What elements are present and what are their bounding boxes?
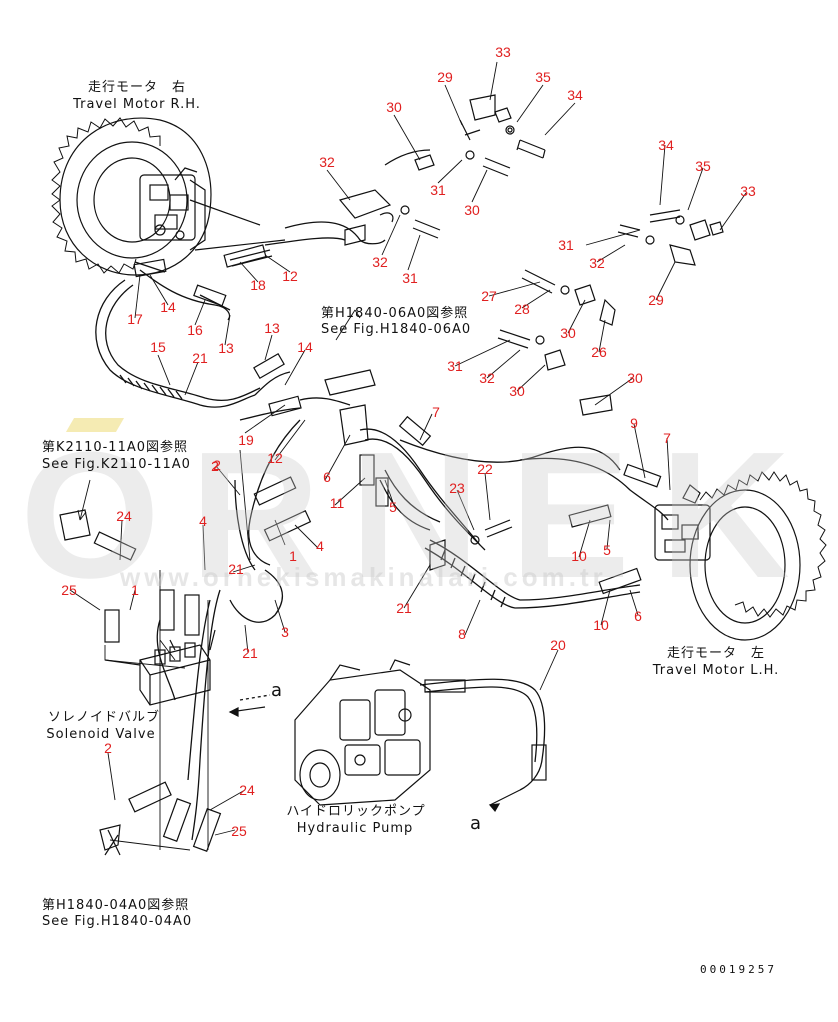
part-callout-35: 35 xyxy=(695,158,711,174)
part-callout-27: 27 xyxy=(481,288,497,304)
part-callout-8: 8 xyxy=(458,626,466,642)
part-callout-16: 16 xyxy=(187,322,203,338)
part-callout-17: 17 xyxy=(127,311,143,327)
part-callout-13: 13 xyxy=(218,340,234,356)
part-callout-4: 4 xyxy=(199,513,207,529)
part-callout-1: 1 xyxy=(131,582,139,598)
fittings xyxy=(93,244,662,852)
part-callout-12: 12 xyxy=(282,268,298,284)
part-callout-30: 30 xyxy=(464,202,480,218)
watermark-accent xyxy=(65,418,125,432)
watermark-brand: ORNEK xyxy=(20,415,821,616)
part-callout-10: 10 xyxy=(593,617,609,633)
view-arrow-a-lower: a xyxy=(470,813,483,834)
watermark-site: www.ornekismakinalari.com.tr xyxy=(120,562,607,592)
part-callout-21: 21 xyxy=(228,561,244,577)
part-callout-23: 23 xyxy=(449,480,465,496)
part-callout-33: 33 xyxy=(740,183,756,199)
ref-11a0-jp: 第K2110-11A0図参照 xyxy=(42,440,189,455)
part-callout-3: 3 xyxy=(281,624,289,640)
travel-motor-lh-en: Travel Motor L.H. xyxy=(652,663,780,678)
part-callout-29: 29 xyxy=(437,69,453,85)
part-callout-24: 24 xyxy=(239,782,255,798)
part-callout-21: 21 xyxy=(242,645,258,661)
part-callout-33: 33 xyxy=(495,44,511,60)
travel-motor-rh-jp: 走行モータ 右 xyxy=(87,80,187,95)
part-callout-21: 21 xyxy=(396,600,412,616)
part-callout-1: 1 xyxy=(289,548,297,564)
part-callout-30: 30 xyxy=(509,383,525,399)
part-callout-15: 15 xyxy=(150,339,166,355)
ref-06a0-en: See Fig.H1840-06A0 xyxy=(321,322,472,337)
part-callout-34: 34 xyxy=(567,87,583,103)
ref-04a0-en: See Fig.H1840-04A0 xyxy=(42,914,193,929)
hydraulic-pump-jp: ハイドロリックポンプ xyxy=(286,804,426,819)
part-callout-21: 21 xyxy=(192,350,208,366)
travel-motor-lh-drawing xyxy=(654,471,827,641)
part-callout-7: 7 xyxy=(663,430,671,446)
part-callout-5: 5 xyxy=(603,542,611,558)
part-callout-32: 32 xyxy=(319,154,335,170)
view-arrows xyxy=(104,706,521,856)
part-callout-25: 25 xyxy=(61,582,77,598)
part-callout-24: 24 xyxy=(116,508,132,524)
part-callout-32: 32 xyxy=(589,255,605,271)
travel-motor-rh-en: Travel Motor R.H. xyxy=(73,97,201,112)
part-callout-31: 31 xyxy=(558,237,574,253)
part-callout-12: 12 xyxy=(267,450,283,466)
part-callout-18: 18 xyxy=(250,277,266,293)
part-callout-25: 25 xyxy=(231,823,247,839)
part-callout-10: 10 xyxy=(571,548,587,564)
part-callout-22: 22 xyxy=(477,461,493,477)
ref-04a0-jp: 第H1840-04A0図参照 xyxy=(42,898,190,913)
view-arrow-a-upper: a xyxy=(271,680,284,701)
part-callout-2: 2 xyxy=(213,457,221,473)
document-number: 00019257 xyxy=(700,963,777,976)
part-callout-11: 11 xyxy=(329,495,345,511)
part-callout-31: 31 xyxy=(430,182,446,198)
part-callout-6: 6 xyxy=(323,469,331,485)
solenoid-valve-jp: ソレノイドバルブ xyxy=(47,710,161,725)
part-callout-13: 13 xyxy=(264,320,280,336)
group-brackets xyxy=(104,449,251,851)
part-callout-32: 32 xyxy=(372,254,388,270)
hydraulic-pump-en: Hydraulic Pump xyxy=(296,821,414,836)
part-callout-5: 5 xyxy=(389,499,397,515)
part-callout-35: 35 xyxy=(535,69,551,85)
part-callout-30: 30 xyxy=(386,99,402,115)
part-callout-26: 26 xyxy=(591,344,607,360)
part-callout-20: 20 xyxy=(550,637,566,653)
part-callout-31: 31 xyxy=(402,270,418,286)
part-callout-4: 4 xyxy=(316,538,324,554)
part-callout-28: 28 xyxy=(514,301,530,317)
travel-motor-rh-drawing xyxy=(51,117,286,276)
part-callout-30: 30 xyxy=(627,370,643,386)
ref-11a0-en: See Fig.K2110-11A0 xyxy=(42,457,191,472)
part-callout-2: 2 xyxy=(211,458,219,474)
part-callout-32: 32 xyxy=(479,370,495,386)
part-callout-31: 31 xyxy=(447,358,463,374)
travel-motor-lh-jp: 走行モータ 左 xyxy=(666,646,766,661)
part-callout-14: 14 xyxy=(160,299,176,315)
part-callout-14: 14 xyxy=(297,339,313,355)
part-callout-19: 19 xyxy=(238,432,254,448)
part-callout-6: 6 xyxy=(634,608,642,624)
hydraulic-pump-drawing xyxy=(294,659,431,806)
hose-routing xyxy=(95,221,669,841)
part-callout-30: 30 xyxy=(560,325,576,341)
part-callout-7: 7 xyxy=(432,404,440,420)
solenoid-valve-en: Solenoid Valve xyxy=(46,727,156,742)
part-callout-9: 9 xyxy=(630,415,638,431)
ref-06a0-jp: 第H1840-06A0図参照 xyxy=(321,306,469,321)
part-callout-2: 2 xyxy=(104,740,112,756)
part-callout-29: 29 xyxy=(648,292,664,308)
leader-lines xyxy=(69,61,747,836)
part-callout-34: 34 xyxy=(658,137,674,153)
